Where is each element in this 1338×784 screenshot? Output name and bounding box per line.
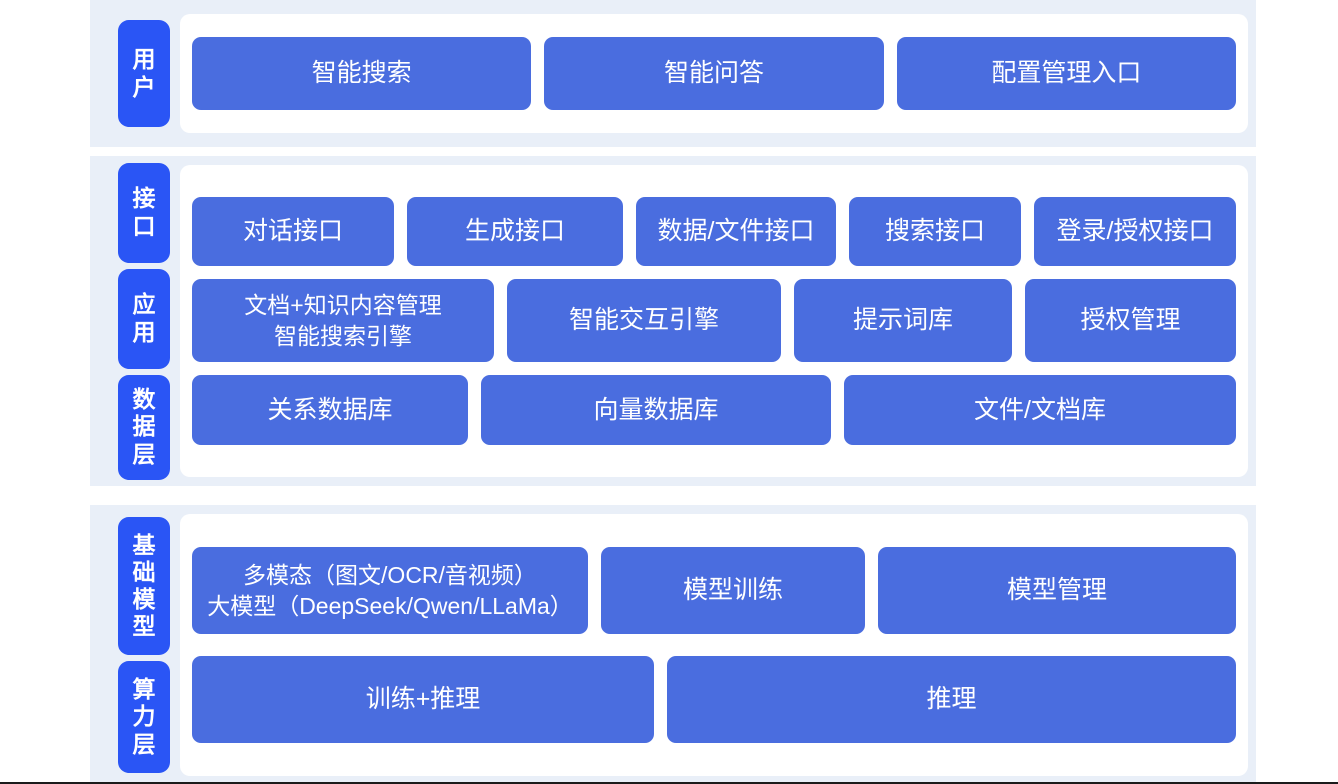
rail-label-interface-text: 接口 xyxy=(132,185,156,239)
section-infrastructure: 基础模型 算力层 多模态（图文/OCR/音视频） 大模型（DeepSeek/Qw… xyxy=(90,505,1256,784)
rail-label-foundation-model: 基础模型 xyxy=(118,517,170,655)
rail-platform: 接口 应用 数据层 xyxy=(90,156,180,486)
section-platform: 接口 应用 数据层 对话接口 生成接口 数据/文件接口 搜索接口 登录/授权接口… xyxy=(90,156,1256,486)
row-data-layer: 关系数据库 向量数据库 文件/文档库 xyxy=(192,375,1236,445)
rail-label-data-layer: 数据层 xyxy=(118,374,170,480)
box-multimodal-large-model[interactable]: 多模态（图文/OCR/音视频） 大模型（DeepSeek/Qwen/LLaMa） xyxy=(192,547,588,634)
rail-label-application: 应用 xyxy=(118,268,170,369)
panel-infrastructure: 多模态（图文/OCR/音视频） 大模型（DeepSeek/Qwen/LLaMa）… xyxy=(180,514,1248,776)
box-model-management[interactable]: 模型管理 xyxy=(878,547,1236,634)
row-interface: 对话接口 生成接口 数据/文件接口 搜索接口 登录/授权接口 xyxy=(192,197,1236,266)
panel-platform: 对话接口 生成接口 数据/文件接口 搜索接口 登录/授权接口 文档+知识内容管理… xyxy=(180,165,1248,477)
row-foundation-model: 多模态（图文/OCR/音视频） 大模型（DeepSeek/Qwen/LLaMa）… xyxy=(192,547,1236,634)
row-compute-layer: 训练+推理 推理 xyxy=(192,656,1236,743)
rail-user: 用户 xyxy=(90,0,180,147)
box-data-file-api[interactable]: 数据/文件接口 xyxy=(636,197,836,266)
rail-label-application-text: 应用 xyxy=(132,291,156,345)
box-config-management-entry[interactable]: 配置管理入口 xyxy=(896,37,1236,110)
box-vector-database[interactable]: 向量数据库 xyxy=(481,375,831,445)
rail-label-user-text: 用户 xyxy=(132,46,156,100)
rail-label-interface: 接口 xyxy=(118,162,170,263)
box-prompt-library[interactable]: 提示词库 xyxy=(794,279,1012,362)
bottom-rule xyxy=(0,782,1338,784)
box-document-knowledge-management[interactable]: 文档+知识内容管理 智能搜索引擎 xyxy=(192,279,494,362)
rail-label-foundation-model-text: 基础模型 xyxy=(132,531,156,640)
section-user: 用户 智能搜索 智能问答 配置管理入口 xyxy=(90,0,1256,147)
box-model-training[interactable]: 模型训练 xyxy=(601,547,865,634)
box-file-document-store[interactable]: 文件/文档库 xyxy=(844,375,1236,445)
rail-label-compute-layer: 算力层 xyxy=(118,661,170,773)
box-training-and-inference[interactable]: 训练+推理 xyxy=(192,656,654,743)
box-inference[interactable]: 推理 xyxy=(667,656,1236,743)
row-application: 文档+知识内容管理 智能搜索引擎 智能交互引擎 提示词库 授权管理 xyxy=(192,279,1236,362)
box-smart-qa[interactable]: 智能问答 xyxy=(544,37,884,110)
rail-label-compute-layer-text: 算力层 xyxy=(132,676,156,757)
box-search-api[interactable]: 搜索接口 xyxy=(849,197,1021,266)
row-user-entry: 智能搜索 智能问答 配置管理入口 xyxy=(192,37,1236,110)
box-generation-api[interactable]: 生成接口 xyxy=(407,197,623,266)
rail-label-user: 用户 xyxy=(118,20,170,127)
panel-user: 智能搜索 智能问答 配置管理入口 xyxy=(180,14,1248,133)
box-relational-database[interactable]: 关系数据库 xyxy=(192,375,468,445)
box-smart-interaction-engine[interactable]: 智能交互引擎 xyxy=(507,279,781,362)
box-authorization-management[interactable]: 授权管理 xyxy=(1025,279,1236,362)
box-login-auth-api[interactable]: 登录/授权接口 xyxy=(1034,197,1236,266)
rail-infrastructure: 基础模型 算力层 xyxy=(90,505,180,784)
box-smart-search[interactable]: 智能搜索 xyxy=(192,37,532,110)
rail-label-data-layer-text: 数据层 xyxy=(132,386,156,467)
box-dialog-api[interactable]: 对话接口 xyxy=(192,197,394,266)
